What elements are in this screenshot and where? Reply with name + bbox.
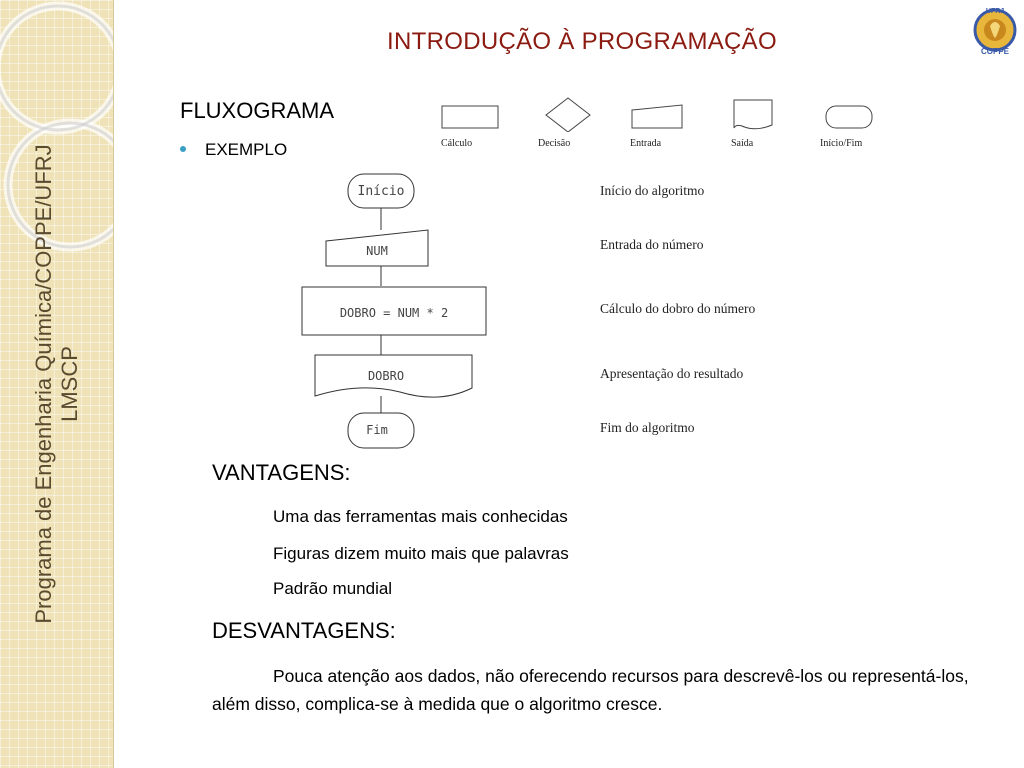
sidebar-label: Programa de Engenharia Química/COPPE/UFR… (31, 144, 83, 623)
flow-process-label: DOBRO = NUM * 2 (340, 306, 448, 320)
legend-calculo-shape (441, 105, 499, 129)
vantagens-heading: VANTAGENS: (212, 460, 351, 485)
logo-bottom-text: COPPE (981, 47, 1010, 56)
bullet-item: EXEMPLO (180, 140, 287, 160)
flow-desc-input: Entrada do número (600, 237, 704, 252)
flow-start-shape (347, 173, 415, 209)
legend-decisao-shape (545, 97, 591, 132)
vantagem-item-1: Uma das ferramentas mais conhecidas (273, 507, 568, 526)
slide-title: INTRODUÇÃO À PROGRAMAÇÃO (387, 28, 777, 55)
sidebar-line-1: Programa de Engenharia Química/COPPE/UFR… (31, 144, 56, 624)
legend-entrada-label: Entrada (630, 138, 662, 149)
flow-output-label: DOBRO (368, 369, 404, 383)
flow-start-label: Início (358, 184, 405, 199)
legend-inicio-fim-label: Início/Fim (820, 138, 863, 149)
ufrj-coppe-logo: UFRJ COPPE (973, 8, 1017, 56)
legend-saida-shape (733, 99, 773, 130)
bullet-label: EXEMPLO (205, 140, 288, 159)
legend-inicio-fim-shape (825, 105, 873, 129)
legend-calculo-label: Cálculo (441, 138, 473, 149)
legend-decisao-label: Decisão (538, 138, 571, 149)
vantagem-item-3: Padrão mundial (273, 579, 393, 598)
flow-output-shape (314, 354, 473, 398)
flow-input-label: NUM (366, 244, 388, 258)
sidebar-line-2: LMSCP (57, 346, 82, 422)
flow-desc-output: Apresentação do resultado (600, 366, 744, 381)
flow-desc-end: Fim do algoritmo (600, 420, 695, 435)
legend-saida-label: Saída (731, 138, 754, 149)
sidebar-decoration: Programa de Engenharia Química/COPPE/UFR… (0, 0, 114, 768)
desvantagens-text: Pouca atenção aos dados, não oferecendo … (212, 666, 969, 714)
flow-desc-start: Início do algoritmo (600, 183, 705, 198)
flow-process-shape (301, 286, 487, 336)
flow-desc-process: Cálculo do dobro do número (600, 301, 756, 316)
rings-decoration (0, 1, 113, 252)
bullet-dot-icon (180, 145, 186, 152)
flowchart: Início NUM DOBRO = NUM * 2 DOBRO Fim (301, 173, 487, 449)
flow-end-label: Fim (366, 423, 388, 437)
flow-end-shape (347, 412, 415, 449)
section-heading: FLUXOGRAMA (180, 98, 335, 123)
flow-input-shape (325, 229, 429, 267)
logo-top-text: UFRJ (986, 8, 1004, 15)
legend-shapes (441, 97, 873, 132)
legend-entrada-shape (631, 104, 683, 129)
vantagem-item-2: Figuras dizem muito mais que palavras (273, 544, 569, 563)
desvantagens-heading: DESVANTAGENS: (212, 618, 396, 643)
